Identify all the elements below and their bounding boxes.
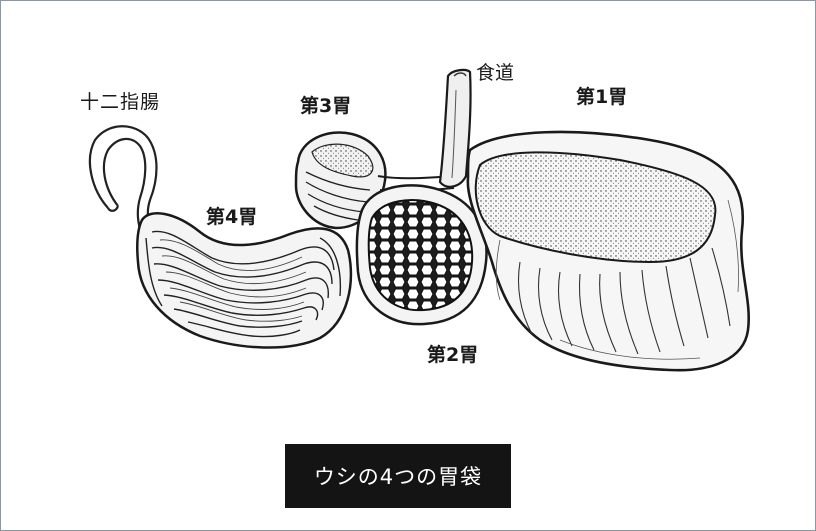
caption-text: ウシの4つの胃袋 [314, 461, 482, 491]
label-stomach-4: 第4胃 [206, 208, 257, 227]
esophagus-shape [440, 70, 471, 187]
label-stomach-2: 第2胃 [427, 346, 478, 365]
stomach-1-shape [468, 132, 749, 370]
stomach-4-shape [137, 213, 351, 347]
caption-box: ウシの4つの胃袋 [285, 444, 511, 508]
label-esophagus: 食道 [476, 64, 514, 83]
stomach-2-shape [357, 185, 487, 324]
label-stomach-1: 第1胃 [576, 88, 627, 107]
label-stomach-3: 第3胃 [300, 97, 351, 116]
label-duodenum: 十二指腸 [80, 93, 160, 112]
